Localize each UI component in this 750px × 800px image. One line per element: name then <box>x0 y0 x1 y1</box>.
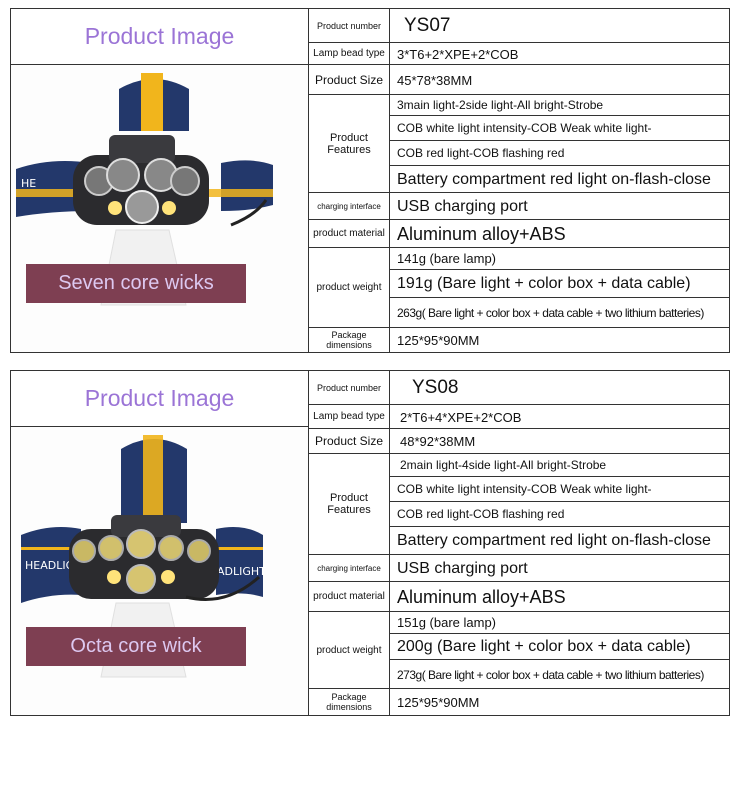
spec-value: YS08 <box>412 377 459 398</box>
spec-row-product-size: Product Size 48*92*38MM <box>309 429 729 454</box>
spec-value: Aluminum alloy+ABS <box>397 223 566 244</box>
spec-value: Aluminum alloy+ABS <box>397 586 566 607</box>
spec-row-charging-interface: charging interface USB charging port <box>309 193 729 220</box>
spec-value: 125*95*90MM <box>397 694 480 710</box>
spec-label: product weight <box>309 248 390 327</box>
spec-value: 45*78*38MM <box>397 72 473 88</box>
spec-value: 273g( Bare light + color box + data cabl… <box>397 667 704 682</box>
spec-value: Battery compartment red light on-flash-c… <box>397 170 711 188</box>
spec-value: 2*T6+4*XPE+2*COB <box>400 409 522 425</box>
spec-row-lamp-bead-type: Lamp bead type 3*T6+2*XPE+2*COB <box>309 43 729 65</box>
product-caption: Octa core wick <box>26 627 246 666</box>
spec-label: charging interface <box>309 193 390 219</box>
spec-label: Product Size <box>309 429 390 453</box>
spec-row-product-features: Product Features 3main light-2side light… <box>309 95 729 193</box>
spec-label: charging interface <box>309 555 390 581</box>
product-caption: Seven core wicks <box>26 264 246 303</box>
spec-value: 125*95*90MM <box>397 332 480 348</box>
spec-value: 48*92*38MM <box>400 434 476 449</box>
spec-label: product weight <box>309 612 390 688</box>
spec-value: 3*T6+2*XPE+2*COB <box>397 46 519 62</box>
spec-row-product-material: product material Aluminum alloy+ABS <box>309 220 729 248</box>
spec-row-charging-interface: charging interface USB charging port <box>309 555 729 582</box>
product-image-title: Product Image <box>11 9 308 65</box>
spec-row-product-weight: product weight 151g (bare lamp) 200g (Ba… <box>309 612 729 689</box>
spec-row-package-dimensions: Package dimensions 125*95*90MM <box>309 328 729 352</box>
spec-label: Product number <box>309 371 390 404</box>
spec-value: 151g (bare lamp) <box>390 612 729 634</box>
spec-value: COB white light intensity-COB Weak white… <box>390 116 729 141</box>
headlamp-octa-core-image: HEADLIGH ADLIGHT <box>21 435 266 678</box>
spec-row-product-material: product material Aluminum alloy+ABS <box>309 582 729 612</box>
headlamp-seven-core-image: HE <box>16 73 273 306</box>
spec-label: Product Size <box>309 65 390 94</box>
spec-label: Product Features <box>309 454 390 554</box>
spec-row-product-features: Product Features 2main light-4side light… <box>309 454 729 555</box>
spec-label: Product number <box>309 9 390 42</box>
spec-value: 2main light-4side light-All bright-Strob… <box>390 454 729 477</box>
spec-label: product material <box>309 220 390 247</box>
spec-value: USB charging port <box>397 559 528 577</box>
product-photo: HE Seven core wicks <box>11 65 308 352</box>
spec-value: 191g (Bare light + color box + data cabl… <box>390 270 729 298</box>
product-photo: HEADLIGH ADLIGHT Octa core wick <box>11 427 308 715</box>
product-block-ys07: Product Image HE <box>10 8 730 353</box>
svg-text:ADLIGHT: ADLIGHT <box>217 565 266 578</box>
spec-value: USB charging port <box>397 197 528 215</box>
spec-row-product-number: Product number YS07 <box>309 9 729 43</box>
spec-label: Package dimensions <box>309 328 390 352</box>
product-image-panel: Product Image HEADLIGH ADLIGHT <box>11 371 309 715</box>
spec-row-product-weight: product weight 141g (bare lamp) 191g (Ba… <box>309 248 729 328</box>
spec-value: COB white light intensity-COB Weak white… <box>390 477 729 502</box>
spec-table: Product number YS07 Lamp bead type 3*T6+… <box>309 9 729 352</box>
spec-label: Lamp bead type <box>309 43 390 64</box>
spec-value: YS07 <box>404 15 451 36</box>
spec-label: Lamp bead type <box>309 405 390 428</box>
spec-row-package-dimensions: Package dimensions 125*95*90MM <box>309 689 729 715</box>
svg-text:HEADLIGH: HEADLIGH <box>25 559 82 572</box>
product-image-panel: Product Image HE <box>11 9 309 352</box>
product-image-title: Product Image <box>11 371 308 427</box>
spec-value: 200g (Bare light + color box + data cabl… <box>390 634 729 660</box>
spec-label: Package dimensions <box>309 689 390 715</box>
product-block-ys08: Product Image HEADLIGH ADLIGHT <box>10 370 730 716</box>
spec-value: Battery compartment red light on-flash-c… <box>397 532 711 549</box>
svg-text:HE: HE <box>21 177 36 190</box>
spec-value: 3main light-2side light-All bright-Strob… <box>390 95 729 116</box>
spec-label: Product Features <box>309 95 390 192</box>
spec-row-lamp-bead-type: Lamp bead type 2*T6+4*XPE+2*COB <box>309 405 729 429</box>
spec-value: 263g( Bare light + color box + data cabl… <box>397 306 704 320</box>
spec-row-product-number: Product number YS08 <box>309 371 729 405</box>
spec-label: product material <box>309 582 390 611</box>
spec-value: COB red light-COB flashing red <box>390 141 729 166</box>
spec-table: Product number YS08 Lamp bead type 2*T6+… <box>309 371 729 715</box>
spec-value: 141g (bare lamp) <box>390 248 729 270</box>
spec-value: COB red light-COB flashing red <box>390 502 729 527</box>
spec-row-product-size: Product Size 45*78*38MM <box>309 65 729 95</box>
